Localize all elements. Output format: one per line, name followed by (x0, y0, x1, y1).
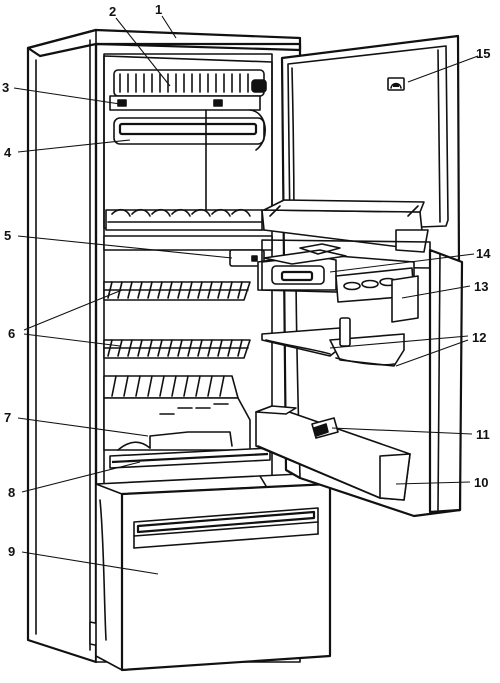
leader-8 (21, 461, 141, 493)
callout-2: 2 (109, 4, 116, 19)
leader-12a (329, 335, 469, 349)
bottom-drawer (95, 473, 332, 672)
compartment-divider (103, 235, 273, 267)
bottom-shelf (109, 447, 271, 469)
leader-1 (161, 15, 177, 39)
leader-15 (407, 55, 479, 83)
callout-15: 15 (476, 46, 490, 61)
leader-11 (331, 427, 473, 435)
fridge-shelf-lower (103, 339, 251, 359)
callout-labels: 1 2 3 4 5 6 7 8 9 10 11 12 13 14 15 (2, 2, 491, 559)
callout-7: 7 (4, 410, 11, 425)
crisper-container (103, 375, 251, 451)
leader-9 (21, 551, 159, 575)
door (255, 34, 464, 518)
leader-5 (17, 235, 233, 259)
callout-8: 8 (8, 485, 15, 500)
callout-1: 1 (155, 2, 162, 17)
leader-3 (13, 87, 121, 105)
callout-13: 13 (474, 279, 488, 294)
callout-6: 6 (8, 326, 15, 341)
freezer-compartment (103, 55, 273, 231)
callout-11: 11 (476, 427, 490, 442)
callout-10: 10 (474, 475, 488, 490)
leader-lines (13, 15, 479, 575)
leader-2 (115, 17, 171, 87)
callout-12: 12 (472, 330, 486, 345)
leader-4 (17, 139, 131, 153)
leader-13 (401, 285, 471, 299)
callout-14: 14 (476, 246, 491, 261)
freezer-floor-grid (107, 208, 263, 223)
fridge-shelf-upper (103, 281, 251, 301)
leader-10 (395, 481, 471, 485)
leader-12b (395, 339, 469, 367)
callout-3: 3 (2, 80, 9, 95)
leader-7 (17, 417, 149, 437)
leader-6a (23, 289, 123, 331)
callout-4: 4 (4, 145, 12, 160)
leader-6b (23, 333, 121, 347)
leader-14 (329, 253, 475, 273)
callout-5: 5 (4, 228, 11, 243)
callout-9: 9 (8, 544, 15, 559)
